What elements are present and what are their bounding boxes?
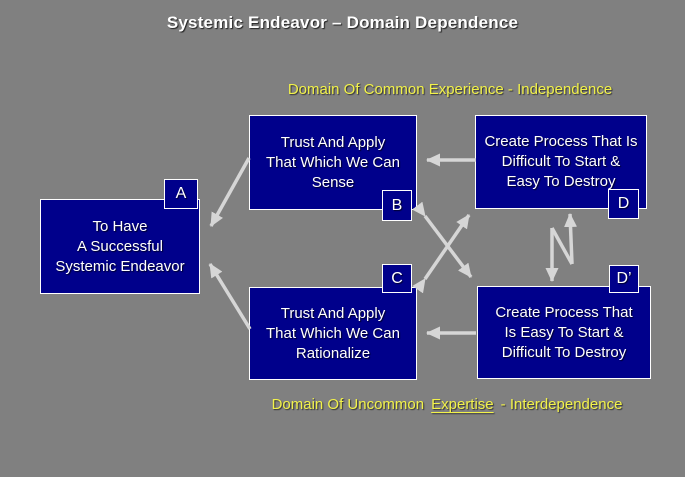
node-b-text: Trust And Apply That Which We Can Sense — [266, 133, 400, 191]
node-d-text: Create Process That Is Difficult To Star… — [484, 133, 638, 190]
node-a-text: To Have A Successful Systemic Endeavor — [55, 217, 185, 275]
domain-label-top: Domain Of Common Experience - Independen… — [287, 81, 613, 98]
arrow-d-dprime-n-shape — [545, 213, 578, 282]
arrow-c-to-a — [208, 263, 252, 330]
node-c-tag: C — [382, 264, 412, 293]
node-b: Trust And Apply That Which We Can Sense — [249, 115, 417, 210]
arrow-n-up-stroke — [564, 213, 578, 265]
node-c-text: Trust And Apply That Which We Can Ration… — [266, 304, 400, 362]
arrow-n-diagonal-stroke — [550, 227, 574, 265]
arrow-b-to-a — [209, 157, 251, 227]
node-d-tag: D — [608, 189, 639, 219]
node-c: Trust And Apply That Which We Can Ration… — [249, 287, 417, 380]
node-a: To Have A Successful Systemic Endeavor — [40, 199, 200, 294]
node-a-tag: A — [164, 179, 198, 209]
node-d-prime-text: Create Process That Is Easy To Start & D… — [495, 303, 633, 361]
arrow-b-dprime-double — [411, 201, 473, 279]
node-d-prime-tag: D’ — [609, 265, 639, 293]
domain-bottom-underlined-word: Expertise — [431, 396, 494, 413]
node-d-prime: Create Process That Is Easy To Start & D… — [477, 286, 651, 379]
node-b-tag: B — [382, 190, 412, 221]
domain-bottom-suffix: - Interdependence — [500, 396, 623, 413]
domain-label-bottom: Domain Of Uncommon Expertise - Interdepend… — [247, 396, 647, 413]
arrow-c-d-double — [412, 214, 471, 294]
domain-bottom-prefix: Domain Of Uncommon — [271, 396, 425, 413]
diagram-title: Systemic Endeavor – Domain Dependence — [166, 13, 519, 32]
